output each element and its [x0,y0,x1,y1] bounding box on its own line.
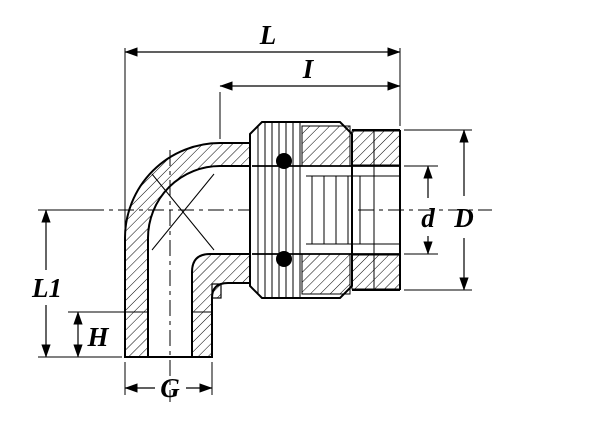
body-section-hatch-top [351,130,401,166]
insert-ribs [311,176,361,244]
dimension-label-D: D [453,203,474,233]
bore-lines [252,165,400,255]
dimension-label-I: I [302,54,315,84]
outlet-collar [211,283,222,299]
compression-nut [249,121,353,299]
dimension-L1: L1 [31,209,62,358]
dimension-G: G [124,373,213,403]
dimension-L: L [124,20,401,57]
dimension-label-H: H [86,322,109,352]
o-ring-seal-bottom [276,251,292,267]
seal-rings [276,153,292,267]
dimension-label-d: d [421,203,435,233]
body-end [351,129,401,291]
cone-line [151,173,215,251]
nut-knurling [257,122,301,298]
body-section-hatch-bottom [351,254,401,290]
dimension-d: d [421,165,435,255]
dimension-I: I [219,54,401,91]
o-ring-seal-top [276,153,292,169]
dimension-label-G: G [160,373,180,403]
elbow-body [124,142,253,358]
nut-section-hatch-bottom [301,253,351,295]
dimension-H: H [73,311,109,358]
dimension-label-L1: L1 [31,273,62,303]
dimension-label-L: L [259,20,277,50]
nut-section-hatch-top [301,125,351,167]
dimension-D: D [453,129,474,291]
